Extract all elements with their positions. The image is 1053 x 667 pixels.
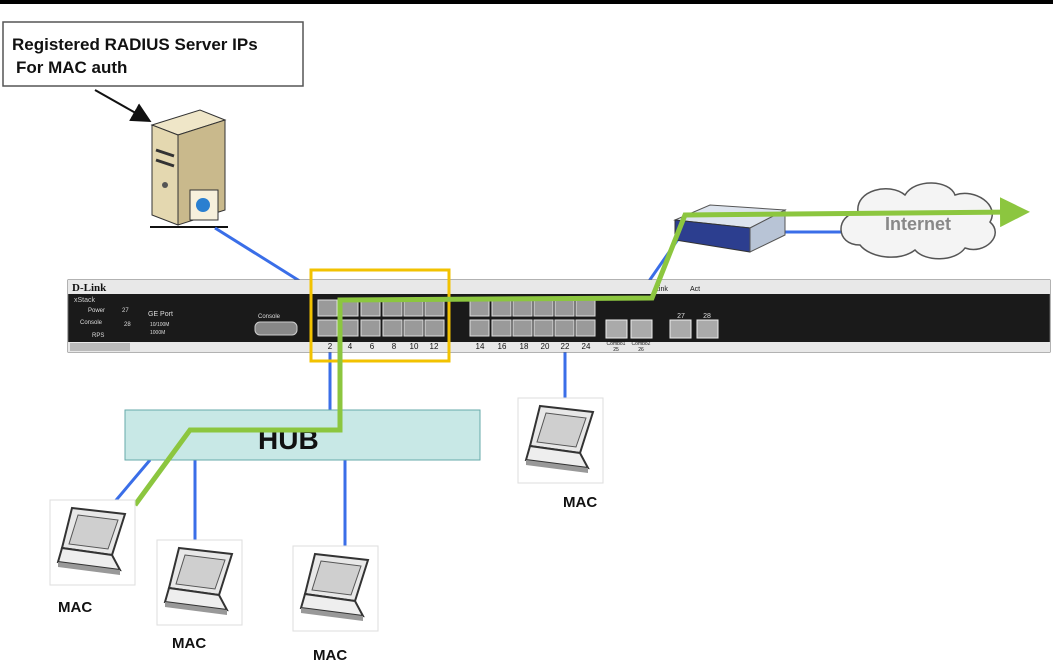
svg-text:12: 12 — [430, 342, 439, 351]
svg-text:22: 22 — [561, 342, 570, 351]
svg-text:Act: Act — [690, 286, 700, 293]
ethernet-port — [403, 299, 424, 317]
svg-text:25: 25 — [613, 347, 619, 353]
uplink-port — [696, 319, 719, 339]
svg-text:1000M: 1000M — [150, 330, 165, 336]
network-links — [110, 221, 860, 548]
svg-text:24: 24 — [582, 342, 591, 351]
switch-brand: D-Link — [72, 282, 107, 294]
svg-text:20: 20 — [541, 342, 550, 351]
switch-series: xStack — [74, 297, 96, 304]
client-label: MAC — [563, 494, 597, 511]
console-label: Console — [258, 314, 281, 320]
top-rule — [0, 0, 1053, 4]
svg-text:27: 27 — [677, 313, 685, 320]
ethernet-port — [382, 319, 403, 337]
ethernet-port — [382, 299, 403, 317]
ethernet-port — [575, 299, 596, 317]
ethernet-port — [317, 319, 338, 337]
svg-text:14: 14 — [476, 342, 485, 351]
laptop-icon — [49, 499, 136, 586]
uplink-port — [630, 319, 653, 339]
ethernet-port — [424, 319, 445, 337]
svg-text:4: 4 — [348, 342, 353, 351]
ethernet-port — [533, 319, 554, 337]
hub: HUB — [124, 409, 481, 461]
ethernet-port — [512, 319, 533, 337]
ethernet-port — [360, 299, 381, 317]
uplink-port — [669, 319, 692, 339]
led-console: Console — [80, 320, 103, 326]
laptop-icon — [156, 539, 243, 626]
callout-arrow — [94, 89, 152, 122]
laptop-icon — [292, 545, 379, 632]
cloud-label: Internet — [885, 214, 951, 234]
svg-text:10: 10 — [410, 342, 419, 351]
client-label: MAC — [58, 599, 92, 616]
ethernet-port — [317, 299, 338, 317]
ethernet-port — [491, 299, 512, 317]
svg-text:8: 8 — [392, 342, 397, 351]
client-label: MAC — [172, 635, 206, 652]
ethernet-port — [575, 319, 596, 337]
internet-cloud: Internet — [840, 182, 996, 260]
svg-text:28: 28 — [124, 322, 131, 328]
led-power: Power — [88, 308, 105, 314]
ethernet-port — [403, 319, 424, 337]
laptop-icon — [517, 397, 604, 484]
ethernet-port — [424, 299, 445, 317]
svg-text:Combo1: Combo1 — [607, 341, 626, 347]
svg-text:26: 26 — [638, 347, 644, 353]
callout-line1: Registered RADIUS Server IPs — [12, 35, 258, 54]
radius-callout: Registered RADIUS Server IPs For MAC aut… — [2, 21, 304, 122]
ge-port-label: GE Port — [148, 311, 173, 318]
ethernet-port — [491, 319, 512, 337]
svg-text:28: 28 — [703, 313, 711, 320]
svg-text:Link: Link — [655, 286, 668, 293]
auth-path — [132, 197, 1030, 507]
led-rps: RPS — [92, 333, 104, 339]
svg-text:6: 6 — [370, 342, 375, 351]
callout-line2: For MAC auth — [16, 58, 127, 77]
ethernet-ports — [317, 299, 719, 339]
radius-server-icon — [150, 109, 228, 228]
ethernet-port — [533, 299, 554, 317]
ethernet-port — [554, 299, 575, 317]
ethernet-port — [512, 299, 533, 317]
svg-text:2: 2 — [328, 342, 333, 351]
console-port — [254, 321, 298, 336]
svg-text:16: 16 — [498, 342, 507, 351]
svg-text:Combo2: Combo2 — [632, 341, 651, 347]
ethernet-port — [469, 319, 490, 337]
client-label: MAC — [313, 647, 347, 664]
port-highlight-box — [309, 268, 451, 363]
ethernet-port — [469, 299, 490, 317]
svg-text:27: 27 — [122, 308, 129, 314]
switch: D-Link xStack Power Console RPS 27 28 GE… — [67, 279, 1051, 353]
uplink-port — [605, 319, 628, 339]
ethernet-port — [554, 319, 575, 337]
svg-text:10/100M: 10/100M — [150, 322, 169, 328]
svg-text:18: 18 — [520, 342, 529, 351]
ethernet-port — [360, 319, 381, 337]
